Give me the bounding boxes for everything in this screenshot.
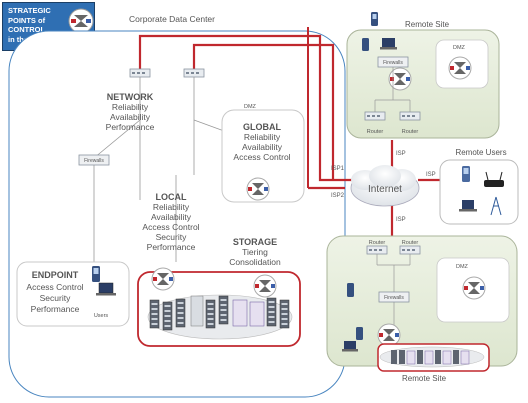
- local-line-4: Security: [156, 232, 187, 242]
- control-point-icon: [388, 67, 412, 91]
- isp-label: ISP: [396, 217, 406, 223]
- endpoint-line-3: Performance: [31, 304, 80, 314]
- control-point-icon: [462, 276, 486, 300]
- control-point-icon: [377, 323, 401, 347]
- global-line-2: Availability: [242, 142, 283, 152]
- wireless-router-icon: [484, 171, 504, 187]
- wan-links: [138, 27, 440, 240]
- firewalls-label: Firewalls: [384, 295, 404, 301]
- remote-site-top-label: Remote Site: [405, 20, 450, 29]
- local-line-3: Access Control: [142, 222, 199, 232]
- internet-label: Internet: [368, 184, 402, 195]
- internet-cloud: [350, 165, 420, 207]
- laptop-icon: [459, 200, 477, 212]
- endpoint-line-1: Access Control: [26, 282, 83, 292]
- corporate-data-center-label: Corporate Data Center: [129, 14, 215, 24]
- server-rack-icon: [162, 301, 173, 331]
- router-icon: [399, 111, 421, 121]
- endpoint-title: ENDPOINT: [32, 270, 79, 280]
- global-dmz-box: [221, 109, 305, 203]
- router-label: Router: [402, 240, 419, 246]
- pda-icon: [347, 283, 354, 297]
- server-rack-icon: [218, 295, 229, 325]
- router-icon: [129, 68, 151, 78]
- router-label: Router: [369, 240, 386, 246]
- pda-icon: [362, 38, 369, 51]
- phone-icon: [371, 12, 378, 26]
- control-point-icon: [151, 267, 175, 291]
- control-point-icon: [246, 177, 270, 201]
- storage-array-icon: [232, 299, 248, 327]
- laptop-icon: [380, 38, 397, 50]
- router-icon: [399, 245, 421, 255]
- network-line-3: Performance: [106, 122, 155, 132]
- local-line-5: Performance: [147, 242, 196, 252]
- laptop-icon: [96, 282, 116, 296]
- pda-icon: [92, 266, 100, 282]
- network-title: NETWORK: [107, 92, 154, 102]
- users-label: Users: [94, 313, 109, 319]
- global-line-1: Reliability: [244, 132, 281, 142]
- local-line-2: Availability: [151, 212, 192, 222]
- server-rack-icon: [266, 297, 277, 327]
- endpoint-box: [16, 261, 130, 327]
- firewalls-label: Firewalls: [383, 60, 403, 66]
- phone-icon: [462, 166, 470, 182]
- global-title: GLOBAL: [243, 122, 281, 132]
- isp-label: ISP: [426, 172, 436, 178]
- storage-array-icon: [249, 301, 265, 327]
- dmz-label: DMZ: [244, 104, 257, 110]
- network-line-1: Reliability: [112, 102, 149, 112]
- remote-site-bottom-label: Remote Site: [402, 374, 447, 383]
- router-label: Router: [402, 129, 419, 135]
- isp1-label: ISP1: [331, 166, 345, 172]
- router-icon: [183, 68, 205, 78]
- legend-line-1: STRATEGIC: [8, 6, 51, 15]
- firewalls-label: Firewalls: [84, 158, 104, 164]
- dmz-label: DMZ: [453, 45, 466, 51]
- legend-line-2: POINTS of: [8, 15, 46, 25]
- storage-line-1: Tiering: [242, 247, 268, 257]
- server-rack-icon: [149, 299, 160, 329]
- isp-label: ISP: [396, 151, 406, 157]
- legend-line-3: CONTROL: [8, 25, 46, 34]
- dmz-label: DMZ: [456, 264, 469, 270]
- antenna-icon: [490, 196, 502, 216]
- remote-users-box: [439, 159, 519, 225]
- laptop-icon: [342, 341, 358, 352]
- global-line-3: Access Control: [233, 152, 290, 162]
- control-point-icon: [253, 274, 277, 298]
- endpoint-line-2: Security: [40, 293, 71, 303]
- storage-array-icon: [190, 295, 204, 327]
- control-point-icon: [448, 56, 472, 80]
- remote-users-label: Remote Users: [455, 148, 506, 157]
- router-icon: [364, 111, 386, 121]
- network-line-2: Availability: [110, 112, 151, 122]
- router-icon: [366, 245, 388, 255]
- server-rack-icon: [175, 298, 186, 328]
- server-rack-icon: [279, 299, 290, 329]
- isp2-label: ISP2: [331, 193, 345, 199]
- server-rack-icon: [391, 350, 470, 365]
- local-line-1: Reliability: [153, 202, 190, 212]
- storage-line-2: Consolidation: [229, 257, 281, 267]
- router-label: Router: [367, 129, 384, 135]
- storage-title: STORAGE: [233, 237, 277, 247]
- local-title: LOCAL: [156, 192, 187, 202]
- phone-icon: [356, 327, 363, 340]
- server-rack-icon: [205, 299, 216, 329]
